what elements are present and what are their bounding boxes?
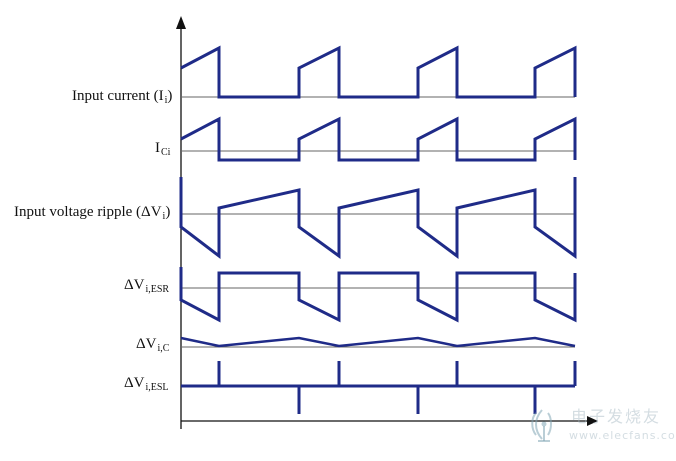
label-dvi-esl-subscript: i,ESL	[145, 382, 169, 393]
label-dvi-esr-main: ΔV	[124, 277, 145, 293]
label-input-voltage-ripple-main: Input voltage ripple (ΔV	[14, 204, 162, 220]
label-dvi-esr: ΔVi,ESR	[124, 277, 170, 295]
label-dvi-c-main: ΔV	[136, 336, 157, 352]
label-input-current-subscript: i	[164, 95, 168, 106]
waveform-input-voltage-ripple	[179, 177, 577, 260]
label-dvi-esr-subscript: i,ESR	[145, 284, 170, 295]
label-ici: ICi	[155, 140, 171, 158]
waveform-dvi-c	[180, 336, 576, 348]
label-dvi-esl-main: ΔV	[124, 375, 145, 391]
label-ici-subscript: Ci	[161, 147, 171, 158]
label-input-voltage-ripple: Input voltage ripple (ΔVi)	[14, 204, 171, 222]
label-input-current-main: Input current (I	[72, 88, 164, 104]
waveform-input-current	[180, 45, 577, 99]
waveform-dvi-esr	[179, 267, 577, 323]
label-input-current: Input current (Ii)	[72, 88, 173, 106]
label-input-voltage-ripple-subscript: i	[162, 211, 166, 222]
vertical-axis-arrowhead	[176, 16, 186, 29]
label-input-current-end: )	[167, 88, 173, 104]
label-dvi-c-subscript: i,C	[157, 343, 170, 354]
waveform-ici	[180, 116, 577, 162]
label-dvi-c: ΔVi,C	[136, 336, 170, 354]
label-ici-main: I	[155, 140, 160, 156]
label-dvi-esl: ΔVi,ESL	[124, 375, 169, 393]
label-input-voltage-ripple-end: )	[165, 204, 171, 220]
horizontal-axis-arrowhead	[587, 416, 598, 426]
